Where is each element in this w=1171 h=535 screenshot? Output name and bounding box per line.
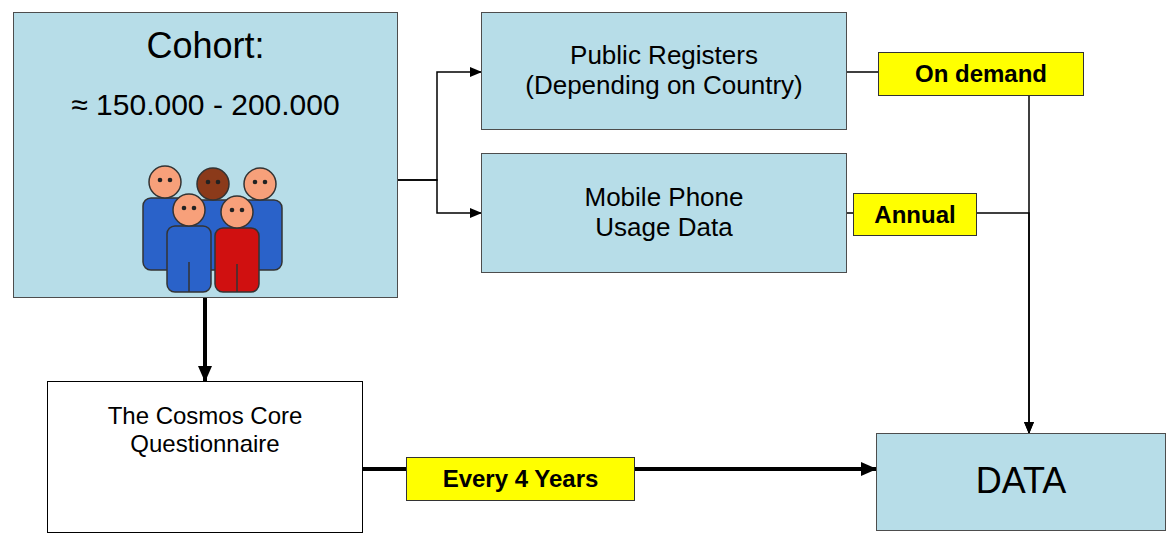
cohort-box: Cohort: ≈ 150.000 - 200.000: [13, 12, 398, 298]
connector-arrow: [398, 180, 481, 213]
edge-label: Every 4 Years: [406, 457, 635, 501]
connector-arrow: [847, 72, 1029, 433]
node-title: Cohort:: [146, 25, 264, 66]
edge-label: On demand: [878, 52, 1084, 96]
node-title: Mobile Phone Usage Data: [564, 183, 764, 243]
node-title: Public Registers (Depending on Country): [519, 41, 809, 101]
node-title: DATA: [976, 460, 1067, 501]
process-box: Public Registers (Depending on Country): [481, 12, 847, 130]
edge-label: Annual: [853, 193, 977, 236]
data-box: DATA: [876, 433, 1166, 531]
node-title: The Cosmos Core Questionnaire: [90, 402, 320, 457]
connector-arrow: [203, 298, 207, 381]
connector-arrow: [847, 213, 1029, 433]
connector-arrow: [398, 72, 481, 180]
process-box: Mobile Phone Usage Data: [481, 153, 847, 273]
questionnaire-box: The Cosmos Core Questionnaire: [47, 381, 363, 533]
node-body: ≈ 150.000 - 200.000: [71, 88, 339, 123]
